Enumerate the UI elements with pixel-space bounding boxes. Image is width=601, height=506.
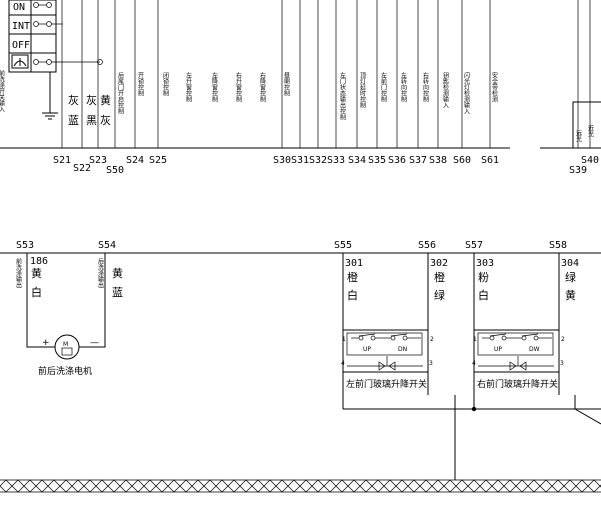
svg-text:303: 303 [476, 258, 494, 269]
pin-s58: S58 [549, 240, 567, 251]
pin-s38: S38 [429, 155, 447, 166]
pin-s33: S33 [327, 155, 345, 166]
svg-text:3: 3 [560, 360, 564, 367]
svg-text:绿: 绿 [565, 270, 576, 284]
wire-color: 蓝 [68, 114, 79, 127]
signal-label: 闪光灯检测输入 [463, 71, 470, 114]
wire-color: 灰 [86, 93, 97, 107]
signal-label: 开锁控制 [137, 72, 144, 97]
pin-s39: S39 [569, 165, 587, 176]
pin-s56: S56 [418, 240, 436, 251]
pin-s21: S21 [53, 155, 71, 166]
signal-label: 顶灯延时控制 [359, 72, 366, 109]
pin-s37: S37 [409, 155, 427, 166]
pin-s50: S50 [106, 165, 124, 176]
svg-text:白: 白 [31, 285, 42, 299]
svg-text:白: 白 [347, 288, 358, 302]
svg-text:4: 4 [341, 360, 345, 367]
svg-text:UP: UP [363, 346, 371, 353]
svg-text:—: — [90, 338, 99, 348]
pin-s40: S40 [581, 155, 599, 166]
switch-label: 左前门玻璃升降开关 [346, 378, 427, 390]
wire-color: 灰 [68, 93, 79, 107]
pin-s53: S53 [16, 240, 34, 251]
signal-label: 钥匙检测输入 [442, 71, 449, 108]
switch-state-on: ON [13, 2, 25, 13]
svg-text:301: 301 [345, 258, 363, 269]
svg-text:橙: 橙 [434, 270, 445, 284]
pin-s30: S30 [273, 155, 291, 166]
ground-bus [0, 479, 601, 493]
signal-label: 左前门控制 [380, 71, 387, 103]
pin-s22: S22 [73, 163, 91, 174]
pin-s25: S25 [149, 155, 167, 166]
svg-text:3: 3 [429, 360, 433, 367]
signal-label: 安全带检测 [491, 71, 498, 103]
svg-text:后洗涤输出: 后洗涤输出 [97, 257, 104, 289]
svg-text:前洗涤输出: 前洗涤输出 [15, 257, 22, 289]
washer-motor-label: 前后洗涤电机 [38, 365, 92, 377]
signal-label: 左门状态输出控制 [339, 71, 346, 121]
svg-text:4: 4 [472, 360, 476, 367]
pin-s35: S35 [368, 155, 386, 166]
pin-s55: S55 [334, 240, 352, 251]
svg-text:2: 2 [430, 336, 434, 343]
front-wash-switch-input-label: 前洗涤开关输入 [0, 69, 5, 112]
signal-label: 左升窗控制 [185, 71, 192, 103]
switch-state-int: INT [12, 21, 30, 32]
pin-s34: S34 [348, 155, 366, 166]
wire-color: 灰 [100, 113, 111, 127]
svg-text:1: 1 [342, 336, 346, 343]
pin-s32: S32 [309, 155, 327, 166]
svg-text:DN: DN [398, 346, 407, 353]
washer-motor-block: S53 S54 186 黄 白 黄 蓝 前洗涤输出 后洗涤输出 + — M 前后… [15, 240, 124, 377]
pin-s61: S61 [481, 155, 499, 166]
wire-color: 黑 [86, 114, 97, 127]
signal-label: 昼喇控制 [283, 72, 290, 97]
wire-color: 黄 [100, 93, 111, 107]
ignition-switch-table: ON INT OFF [8, 0, 103, 120]
signal-label: 后尾门开启控制 [117, 71, 124, 115]
svg-text:粉: 粉 [478, 271, 489, 284]
svg-text:304: 304 [561, 258, 579, 269]
pin-s31: S31 [291, 155, 309, 166]
svg-text:黄: 黄 [31, 266, 42, 280]
svg-text:+: + [42, 338, 50, 348]
wire-186: 186 [30, 256, 48, 267]
low-beam-label: 近光 [587, 124, 594, 138]
pin-s57: S57 [465, 240, 483, 251]
svg-text:橙: 橙 [347, 270, 358, 284]
switch-label: 右前门玻璃升降开关 [477, 378, 558, 390]
svg-text:UP: UP [494, 346, 502, 353]
svg-text:黄: 黄 [565, 288, 576, 302]
pin-s60: S60 [453, 155, 471, 166]
signal-label: 右转向控制 [422, 71, 429, 103]
svg-text:绿: 绿 [434, 288, 445, 302]
high-beam-label: 远光 [575, 129, 582, 143]
svg-text:302: 302 [430, 258, 448, 269]
signal-label: 右降窗控制 [259, 71, 266, 103]
signal-label: 闭锁控制 [162, 71, 169, 97]
signal-label: 右升窗控制 [235, 71, 242, 103]
switch-state-off: OFF [12, 40, 30, 51]
pin-s36: S36 [388, 155, 406, 166]
svg-text:DW: DW [529, 346, 540, 353]
svg-text:蓝: 蓝 [112, 286, 123, 299]
svg-text:1: 1 [473, 336, 477, 343]
svg-text:黄: 黄 [112, 266, 123, 280]
signal-label: 左降窗控制 [211, 71, 218, 103]
signal-label: 左转向控制 [400, 71, 407, 103]
pin-s23: S23 [89, 155, 107, 166]
pin-s54: S54 [98, 240, 116, 251]
wiper-icon [11, 54, 29, 69]
svg-text:白: 白 [478, 288, 489, 302]
svg-text:M: M [63, 341, 68, 348]
svg-text:2: 2 [561, 336, 565, 343]
pin-s24: S24 [126, 155, 144, 166]
